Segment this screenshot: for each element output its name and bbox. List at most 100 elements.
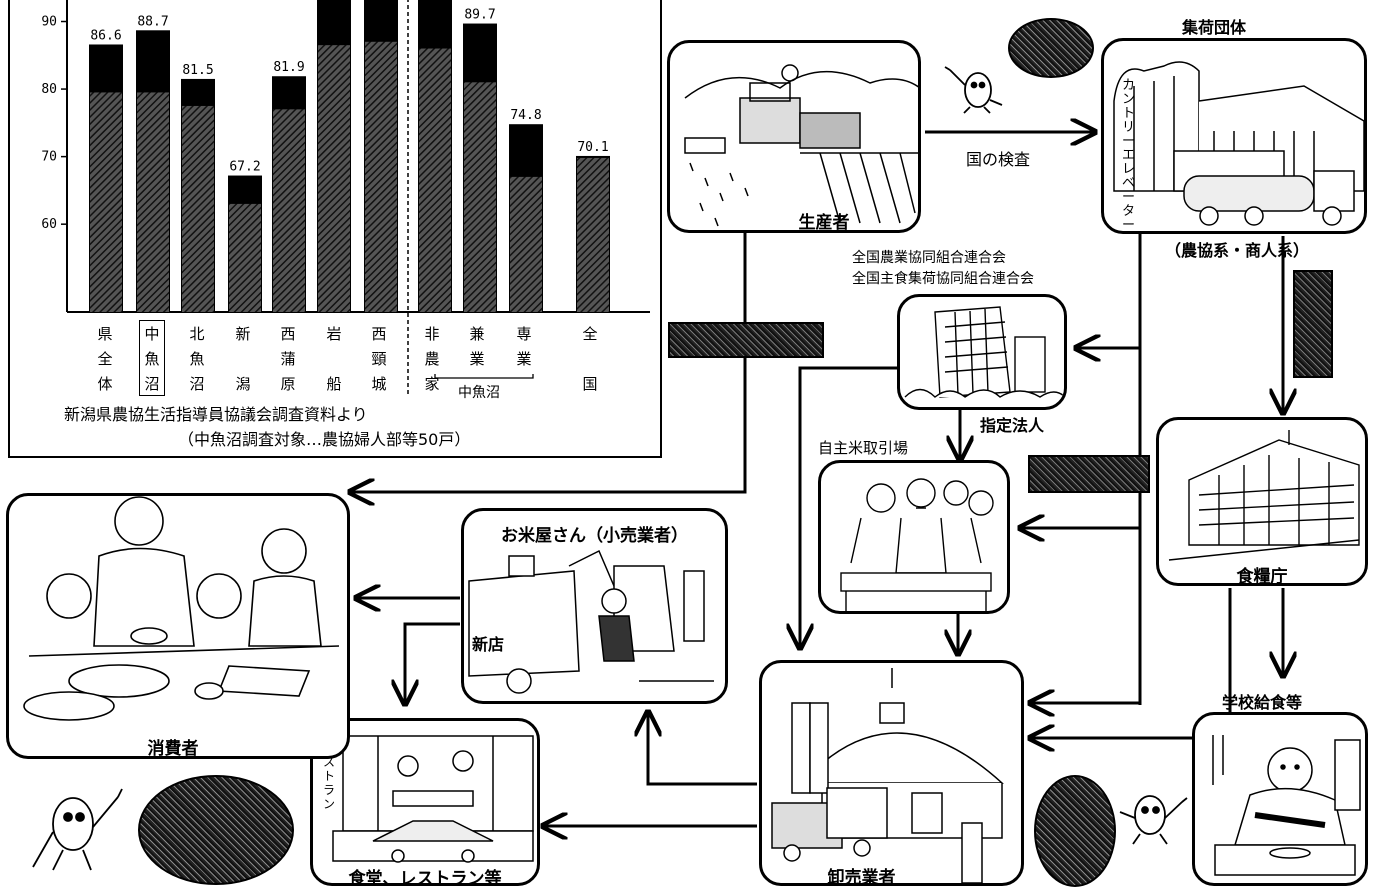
family-meal-illustration xyxy=(23,496,340,721)
bar-value-label: 81.9 xyxy=(273,60,304,75)
bar-inner xyxy=(510,176,542,312)
restaurant-card: レストラン 食堂、レストラン等 xyxy=(310,718,540,886)
market-title: 自主米取引場 xyxy=(818,439,909,457)
restaurant-label: 食堂、レストラン等 xyxy=(348,869,502,886)
category-char: 業 xyxy=(469,350,485,368)
bar-value-label: 74.8 xyxy=(510,108,541,123)
bar-value-label: 86.6 xyxy=(90,28,121,43)
bar-value-label: 88.7 xyxy=(137,14,168,29)
harvester-illustration xyxy=(684,64,918,227)
bar-inner xyxy=(365,41,397,313)
shop-sign: 新店 xyxy=(472,635,505,654)
food-agency-label: 食糧庁 xyxy=(1236,567,1288,586)
category-char: 西 xyxy=(371,325,387,343)
country-elevator-illustration xyxy=(1113,61,1364,226)
office-building-illustration xyxy=(904,306,1064,398)
retailer-label: お米屋さん（小売業者） xyxy=(501,526,688,546)
warehouse-illustration xyxy=(771,668,1004,883)
category-char: 国 xyxy=(582,375,598,393)
collector-subtitle: （農協系・商人系） xyxy=(1165,241,1310,260)
group-bracket xyxy=(434,374,534,379)
category-char: 非 xyxy=(424,325,440,343)
mascot-left-icon xyxy=(32,788,123,871)
y-tick-label: 60 xyxy=(41,217,57,232)
consumer-label: 消費者 xyxy=(147,739,199,759)
arrow-designated-wholesaler xyxy=(800,366,900,648)
bar-inner xyxy=(419,48,451,313)
category-char: 魚 xyxy=(144,350,160,368)
y-tick-label: 90 xyxy=(41,15,57,30)
designated-card xyxy=(897,294,1067,410)
bar-value-label: 67.2 xyxy=(229,160,260,175)
highlight-box xyxy=(139,320,165,396)
elevator-sign: カントリーエレベーター xyxy=(1122,78,1136,233)
category-char: 蒲 xyxy=(280,350,296,368)
category-char: 原 xyxy=(280,375,296,393)
category-char: 家 xyxy=(424,375,440,393)
bar-inner xyxy=(318,45,350,313)
speech-bubble-right xyxy=(1034,775,1116,887)
producer-label: 生産者 xyxy=(798,213,850,233)
category-char: 魚 xyxy=(189,350,205,368)
inspection-label: 国の検査 xyxy=(966,150,1031,169)
category-char: 岩 xyxy=(326,325,342,343)
speech-bubble-top xyxy=(1008,18,1094,78)
bar-value-label: 81.5 xyxy=(182,63,213,78)
category-char: 体 xyxy=(97,375,113,393)
collector-card: カントリーエレベーター xyxy=(1101,38,1367,234)
category-char: 北 xyxy=(189,325,205,343)
agency-building-illustration xyxy=(1168,430,1360,561)
arrow-producer-consumer xyxy=(350,230,747,492)
category-char: 専 xyxy=(516,325,532,343)
food-agency-card: 食糧庁 xyxy=(1156,417,1368,586)
speech-bubble-left xyxy=(138,775,294,885)
wholesaler-card: 卸売業者 xyxy=(759,660,1024,886)
category-char: 全 xyxy=(97,350,113,368)
category-char: 城 xyxy=(371,375,387,393)
producer-card: 生産者 xyxy=(667,40,921,233)
mascot-top-icon xyxy=(944,66,1003,114)
category-char: 県 xyxy=(97,325,113,343)
bar-value-label: 70.1 xyxy=(577,140,608,155)
school-lunch-card xyxy=(1192,712,1368,886)
category-char: 頸 xyxy=(371,350,387,368)
category-char: 新 xyxy=(235,325,251,343)
org-line-2: 全国主食集荷協同組合連合会 xyxy=(852,271,1034,287)
hatched-label-vertical xyxy=(1293,270,1333,378)
bar-inner xyxy=(182,105,214,312)
restaurant-illustration xyxy=(332,735,534,863)
category-char: 西 xyxy=(280,325,296,343)
retailer-card: お米屋さん（小売業者） 新店 xyxy=(461,508,728,704)
category-char: 全 xyxy=(582,325,598,343)
school-lunch-title: 学校給食等 xyxy=(1222,693,1303,712)
bar-inner xyxy=(229,203,261,312)
hatched-label-middle xyxy=(1028,455,1150,493)
category-char: 沼 xyxy=(189,375,205,393)
arrow-wholesaler-retailer xyxy=(648,712,757,786)
student-eating-illustration xyxy=(1212,735,1361,876)
bar-inner xyxy=(464,82,496,312)
trading-people-illustration xyxy=(840,478,994,611)
category-char: 潟 xyxy=(235,375,251,393)
mascot-right-icon xyxy=(1119,795,1188,845)
collector-title: 集荷団体 xyxy=(1182,18,1247,37)
hatched-label-direct xyxy=(668,322,824,358)
bar-inner xyxy=(273,109,305,312)
category-char: 農 xyxy=(424,350,440,368)
category-char: 兼 xyxy=(469,325,485,343)
arrow-retailer-restaurant xyxy=(405,622,460,704)
bar-value-label: 89.7 xyxy=(464,8,495,23)
category-char: 沼 xyxy=(144,375,160,393)
wholesaler-label: 卸売業者 xyxy=(827,868,896,886)
bar-inner xyxy=(90,92,122,312)
category-char: 業 xyxy=(516,350,532,368)
y-tick-label: 80 xyxy=(41,82,57,97)
market-card xyxy=(818,460,1010,614)
consumer-card: 消費者 xyxy=(6,493,350,759)
bar-inner xyxy=(137,92,169,312)
designated-label: 指定法人 xyxy=(980,416,1045,435)
sub-note: （中魚沼調査対象…農協婦人部等50戸） xyxy=(178,430,471,449)
